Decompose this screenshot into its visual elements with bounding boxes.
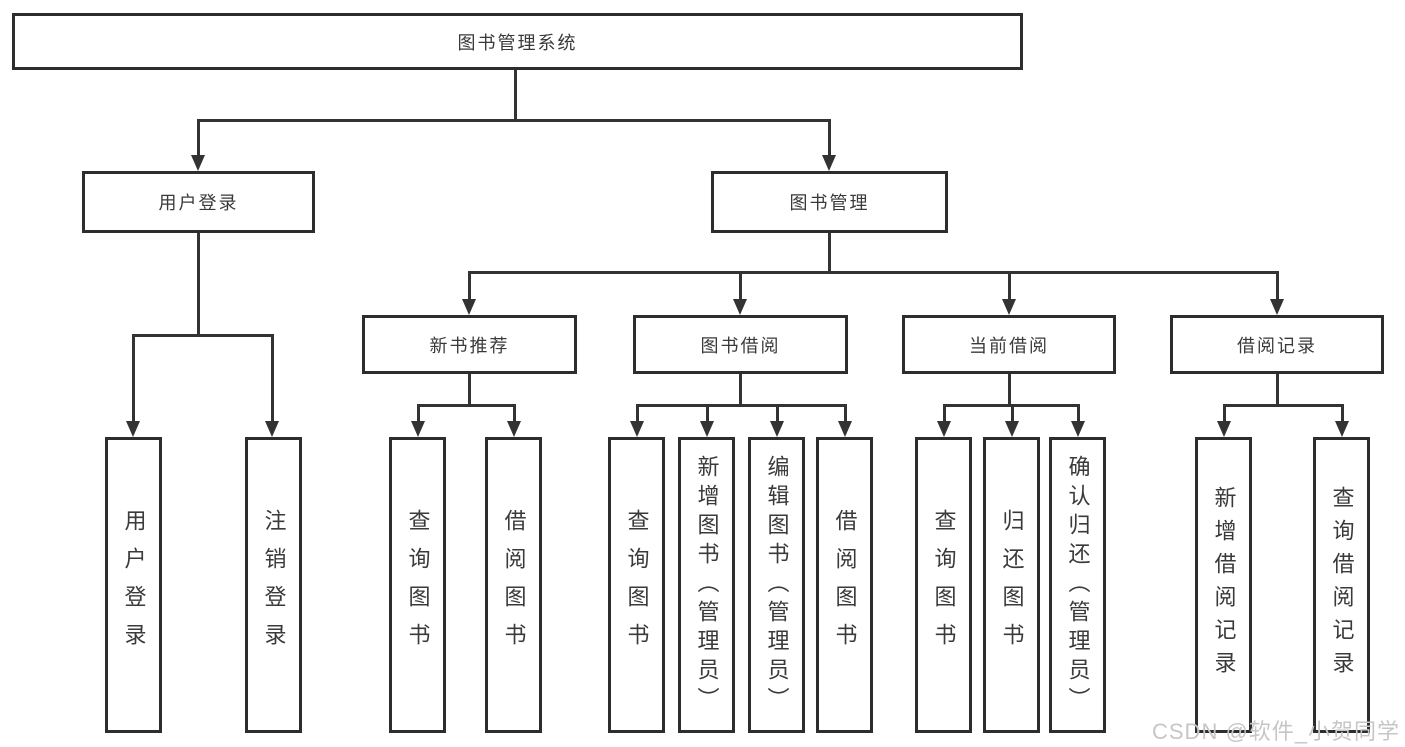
node-label: 当前借阅 xyxy=(969,335,1049,356)
connector-line xyxy=(1276,374,1279,406)
node-new-book-recommendation: 新书推荐 xyxy=(362,315,577,374)
arrow-down-icon xyxy=(822,155,836,171)
node-label: 新增借阅记录 xyxy=(1211,486,1237,684)
node-label: 注销登录 xyxy=(261,509,287,661)
connector-line xyxy=(1077,404,1080,422)
arrow-down-icon xyxy=(462,299,476,315)
connector-line xyxy=(417,404,516,407)
csdn-watermark: CSDN @软件_小贺同学 xyxy=(1152,719,1401,744)
connector-line xyxy=(197,233,200,336)
connector-line xyxy=(1341,404,1344,422)
node-label: 借阅图书 xyxy=(501,509,527,661)
arrow-down-icon xyxy=(126,421,140,437)
connector-line xyxy=(943,404,946,422)
node-label: 查询图书 xyxy=(931,509,957,661)
connector-line xyxy=(636,404,846,407)
connector-line xyxy=(1011,404,1014,422)
node-leaf-query-books-2: 查询图书 xyxy=(608,437,665,733)
connector-line xyxy=(513,404,516,422)
node-label: 查询图书 xyxy=(624,509,650,661)
node-leaf-logout: 注销登录 xyxy=(245,437,302,733)
node-leaf-user-login: 用户登录 xyxy=(105,437,162,733)
arrow-down-icon xyxy=(265,421,279,437)
arrow-down-icon xyxy=(507,421,521,437)
connector-line xyxy=(828,233,831,273)
node-label: 用户登录 xyxy=(121,509,147,661)
node-label: 查询借阅记录 xyxy=(1329,486,1355,684)
node-label: 查询图书 xyxy=(405,509,431,661)
connector-line xyxy=(1223,404,1344,407)
node-label: 借阅记录 xyxy=(1237,335,1317,356)
connector-line xyxy=(468,271,471,300)
connector-line xyxy=(828,119,831,156)
connector-line xyxy=(1276,271,1279,300)
connector-line xyxy=(776,404,779,422)
node-user-login: 用户登录 xyxy=(82,171,315,233)
connector-line xyxy=(706,404,709,422)
node-leaf-borrow-books-1: 借阅图书 xyxy=(485,437,542,733)
node-leaf-add-books-admin: 新增图书（管理员） xyxy=(678,437,735,733)
arrow-down-icon xyxy=(1270,299,1284,315)
arrow-down-icon xyxy=(1217,421,1231,437)
node-book-borrowing: 图书借阅 xyxy=(633,315,848,374)
connector-line xyxy=(271,334,274,422)
node-label: 用户登录 xyxy=(158,193,239,213)
arrow-down-icon xyxy=(838,421,852,437)
connector-line xyxy=(1008,374,1011,406)
node-leaf-query-books-1: 查询图书 xyxy=(389,437,446,733)
node-label: 编辑图书（管理员） xyxy=(764,454,790,716)
arrow-down-icon xyxy=(937,421,951,437)
connector-line xyxy=(739,271,742,300)
node-label: 归还图书 xyxy=(999,509,1025,661)
connector-line xyxy=(132,334,135,422)
arrow-down-icon xyxy=(411,421,425,437)
connector-line xyxy=(1223,404,1226,422)
connector-line xyxy=(844,404,847,422)
node-label: 借阅图书 xyxy=(832,509,858,661)
node-leaf-query-borrow-record: 查询借阅记录 xyxy=(1313,437,1370,733)
node-label: 图书管理系统 xyxy=(457,32,578,53)
connector-line xyxy=(468,374,471,406)
node-leaf-borrow-books-2: 借阅图书 xyxy=(816,437,873,733)
arrow-down-icon xyxy=(733,299,747,315)
connector-line xyxy=(132,334,274,337)
arrow-down-icon xyxy=(1002,299,1016,315)
connector-line xyxy=(197,119,200,156)
node-label: 确认归还（管理员） xyxy=(1065,454,1091,716)
node-borrowing-records: 借阅记录 xyxy=(1170,315,1384,374)
connector-line xyxy=(514,70,517,121)
arrow-down-icon xyxy=(630,421,644,437)
node-current-borrowing: 当前借阅 xyxy=(902,315,1116,374)
connector-line xyxy=(197,119,831,122)
arrow-down-icon xyxy=(700,421,714,437)
node-book-management: 图书管理 xyxy=(711,171,948,233)
connector-line xyxy=(636,404,639,422)
arrow-down-icon xyxy=(770,421,784,437)
node-label: 新增图书（管理员） xyxy=(694,454,720,716)
connector-line xyxy=(1008,271,1011,300)
connector-line xyxy=(417,404,420,422)
node-library-management-system: 图书管理系统 xyxy=(12,13,1023,70)
node-leaf-query-books-3: 查询图书 xyxy=(915,437,972,733)
node-label: 图书借阅 xyxy=(700,335,781,356)
node-leaf-confirm-return-admin: 确认归还（管理员） xyxy=(1049,437,1106,733)
arrow-down-icon xyxy=(1071,421,1085,437)
node-leaf-add-borrow-record: 新增借阅记录 xyxy=(1195,437,1252,733)
connector-line xyxy=(468,271,1278,274)
arrow-down-icon xyxy=(191,155,205,171)
node-label: 新书推荐 xyxy=(429,335,510,356)
node-label: 图书管理 xyxy=(789,193,870,213)
arrow-down-icon xyxy=(1335,421,1349,437)
node-leaf-edit-books-admin: 编辑图书（管理员） xyxy=(748,437,805,733)
connector-line xyxy=(739,374,742,406)
arrow-down-icon xyxy=(1005,421,1019,437)
node-leaf-return-books: 归还图书 xyxy=(983,437,1040,733)
